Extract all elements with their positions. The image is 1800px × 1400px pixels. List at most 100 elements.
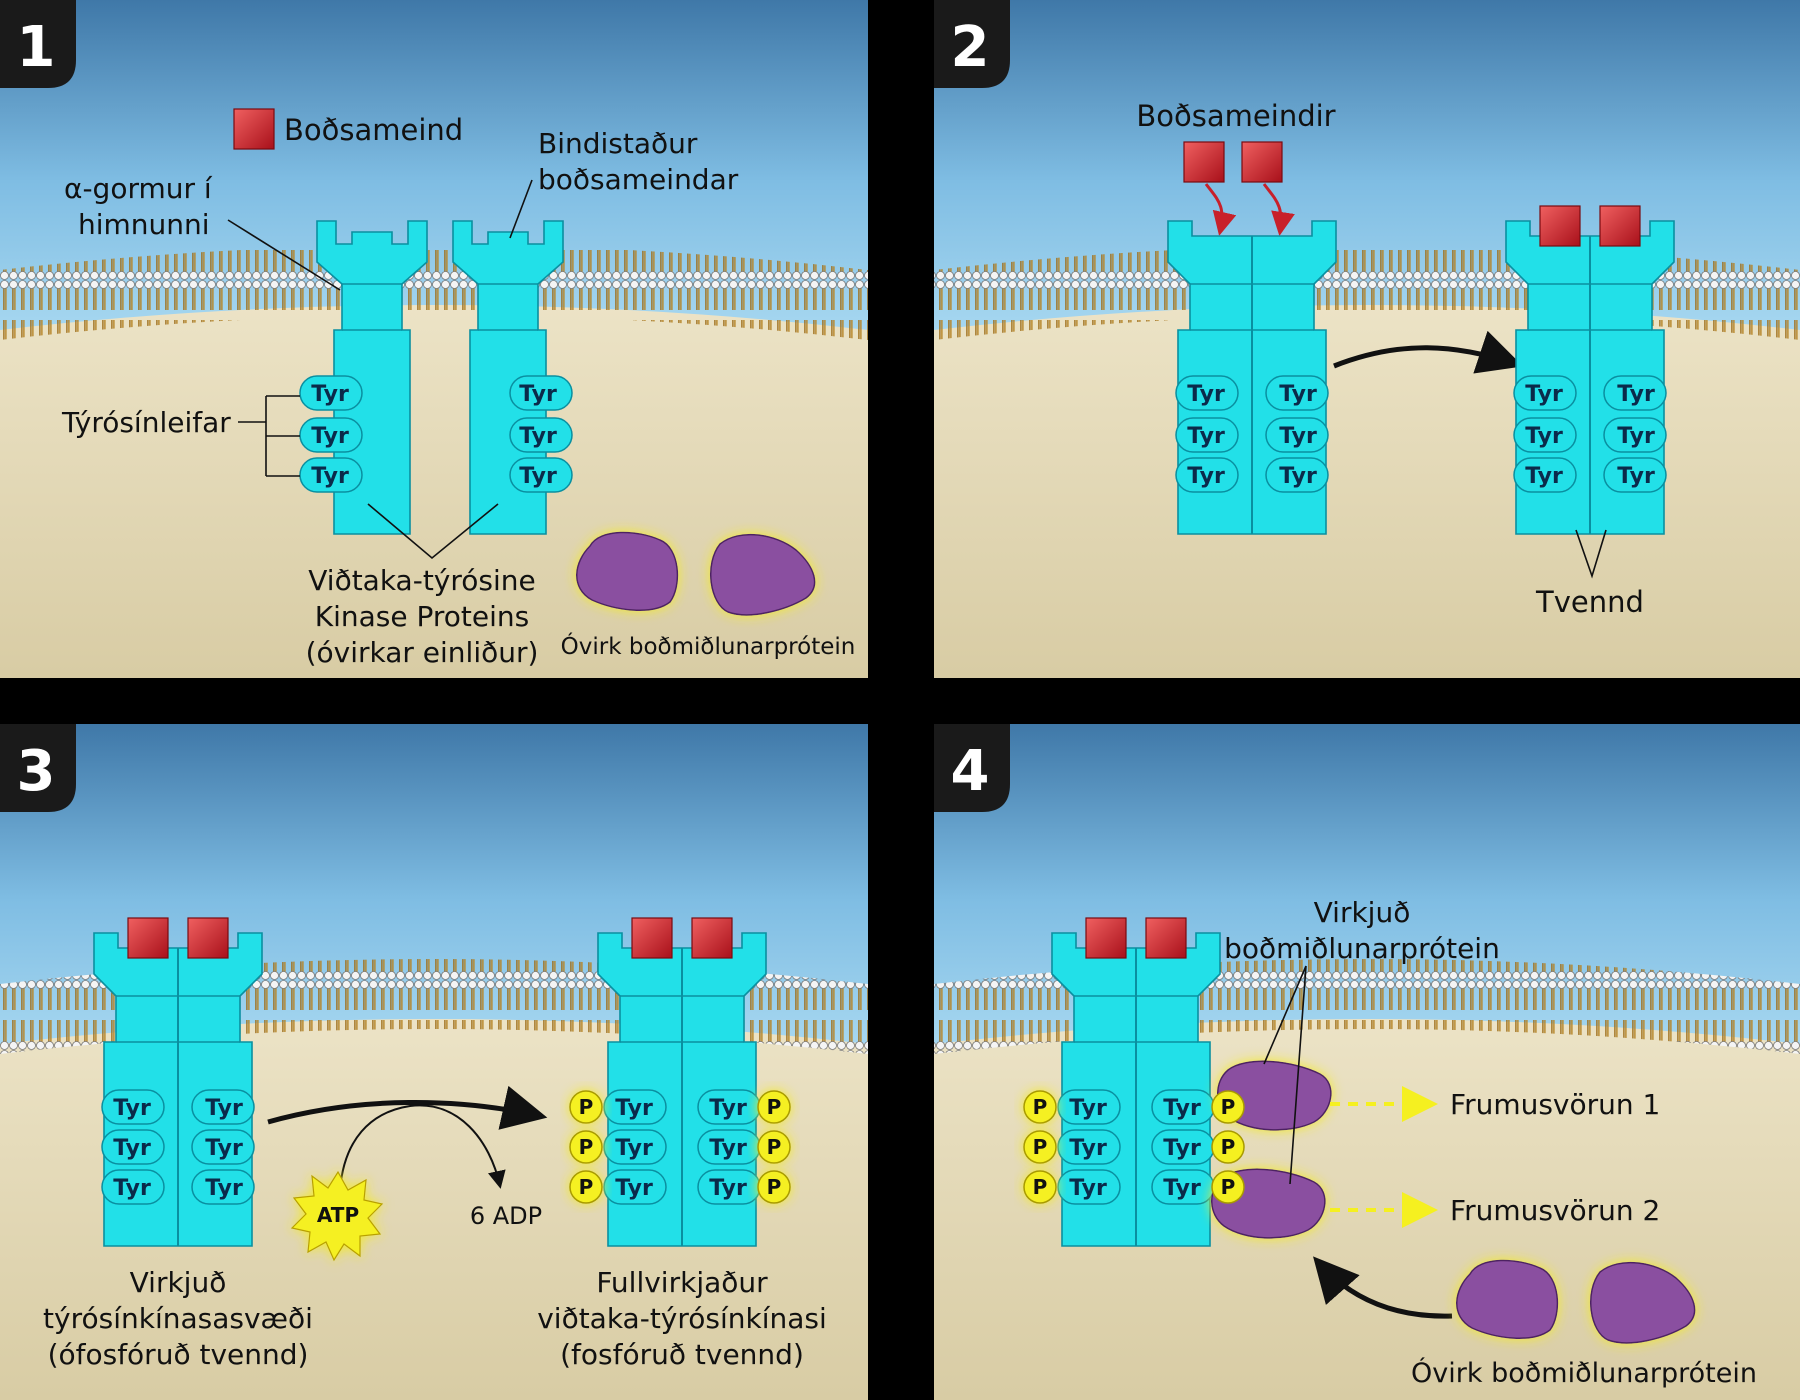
phosphorylated-dimer-label: (fosfóruð tvennd) <box>560 1338 804 1371</box>
tyr-label: Tyr <box>311 464 349 489</box>
tyr-group-right: Tyr Tyr Tyr Tyr Tyr Tyr <box>603 1089 761 1205</box>
signal-molecule <box>127 917 169 959</box>
tyr-group: Tyr Tyr Tyr Tyr Tyr Tyr <box>1057 1089 1215 1205</box>
phosphate-groups: P P P P P P <box>569 1090 791 1204</box>
dimer-label: Tvennd <box>1535 585 1644 619</box>
helix-label: himnunni <box>78 208 210 241</box>
relay-recruitment-arrow <box>1313 1256 1453 1319</box>
tyr-label: Tyr <box>1279 424 1317 449</box>
phosphate-label: P <box>767 1095 782 1119</box>
tyr-label: Tyr <box>1617 424 1655 449</box>
atp-adp-arrow <box>339 1104 506 1191</box>
tyr-label: Tyr <box>113 1176 151 1201</box>
signal-molecule <box>1145 917 1187 959</box>
tyr-label: Tyr <box>615 1136 653 1161</box>
inactive-relay-label: Óvirk boðmiðlunarprótein <box>1411 1357 1757 1389</box>
cell-membrane <box>0 245 868 340</box>
tyr-label: Tyr <box>1279 382 1317 407</box>
tyr-label: Tyr <box>1069 1136 1107 1161</box>
receptor-label: (óvirkar einliður) <box>306 636 539 669</box>
tyr-label: Tyr <box>1163 1136 1201 1161</box>
receptor-pointer <box>367 503 499 560</box>
panel-number: 4 <box>951 739 990 804</box>
response-1-label: Frumusvörun 1 <box>1450 1088 1660 1121</box>
tyr-group-right: Tyr Tyr Tyr <box>509 375 573 493</box>
phosphate-label: P <box>767 1135 782 1159</box>
phosphate-label: P <box>579 1175 594 1199</box>
phosphate-label: P <box>1221 1175 1236 1199</box>
tyr-label: Tyr <box>709 1176 747 1201</box>
panel-number: 3 <box>17 739 56 804</box>
inactive-relay-label: Óvirk boðmiðlunarprótein <box>561 632 856 660</box>
dimerization-arrow <box>1333 330 1524 374</box>
tyr-label: Tyr <box>113 1136 151 1161</box>
tyr-group-left: Tyr Tyr Tyr Tyr Tyr Tyr <box>101 1089 255 1205</box>
helix-pointer <box>227 219 341 291</box>
binding-site-pointer <box>509 179 533 239</box>
tyr-label: Tyr <box>1163 1176 1201 1201</box>
tyr-label: Tyr <box>1525 382 1563 407</box>
signal-molecule <box>631 917 673 959</box>
signal-molecule-label: Boðsameind <box>284 113 463 147</box>
tyr-label: Tyr <box>709 1096 747 1121</box>
phosphate-label: P <box>579 1095 594 1119</box>
panel-3: Tyr Tyr Tyr Tyr Tyr Tyr Virkjuð týrósínk… <box>0 724 868 1400</box>
phosphate-groups: P P P P P P <box>1023 1090 1245 1204</box>
activated-dimer-label: týrósínkínasasvæði <box>43 1302 313 1335</box>
tyr-label: Tyr <box>615 1096 653 1121</box>
activated-dimer-label: Virkjuð <box>130 1266 227 1299</box>
signal-molecule <box>187 917 229 959</box>
tyr-label: Tyr <box>205 1176 243 1201</box>
panel-number-badge <box>0 724 76 812</box>
binding-arrow <box>1262 183 1295 236</box>
panel-number-badge <box>934 724 1010 812</box>
phosphorylation-arrow <box>267 1085 548 1130</box>
phosphate-label: P <box>1033 1135 1048 1159</box>
tyr-label: Tyr <box>1279 464 1317 489</box>
tyr-label: Tyr <box>205 1096 243 1121</box>
signal-molecule <box>1183 141 1225 183</box>
receptor-label: Kinase Proteins <box>315 600 530 633</box>
tyr-group-left: Tyr Tyr Tyr <box>299 375 363 493</box>
signal-molecule <box>1539 205 1581 247</box>
binding-arrow <box>1204 183 1237 236</box>
tyrosines-bracket <box>238 395 300 477</box>
tyr-label: Tyr <box>519 424 557 449</box>
tyr-label: Tyr <box>1187 464 1225 489</box>
activated-relay-label: boðmiðlunarprótein <box>1224 932 1500 965</box>
adp-label: 6 ADP <box>470 1202 542 1230</box>
signal-molecule <box>1085 917 1127 959</box>
tyr-label: Tyr <box>1187 382 1225 407</box>
tyr-label: Tyr <box>519 464 557 489</box>
phosphate-label: P <box>1033 1095 1048 1119</box>
phosphate-label: P <box>767 1175 782 1199</box>
panel-number-badge <box>934 0 1010 88</box>
signal-molecule <box>1599 205 1641 247</box>
panel-2: Boðsameindir Tyr Tyr Tyr Tyr Tyr Tyr <box>934 0 1800 678</box>
phosphate-label: P <box>1221 1095 1236 1119</box>
atp-label: ATP <box>317 1203 359 1227</box>
cytoplasm-region <box>934 305 1800 678</box>
tyr-label: Tyr <box>1163 1096 1201 1121</box>
tyr-label: Tyr <box>1525 464 1563 489</box>
panel-number: 1 <box>17 15 56 80</box>
signal-molecule <box>691 917 733 959</box>
dimer-pointer <box>1575 529 1607 579</box>
tyr-label: Tyr <box>709 1136 747 1161</box>
activated-relay-label: Virkjuð <box>1314 896 1411 929</box>
panel-number-badge <box>0 0 76 88</box>
tyr-label: Tyr <box>311 424 349 449</box>
tyrosines-label: Týrósínleifar <box>61 406 231 439</box>
signal-molecule <box>1241 141 1283 183</box>
activated-relay-pointer <box>1263 965 1307 1185</box>
phosphate-label: P <box>579 1135 594 1159</box>
tyr-label: Tyr <box>1617 464 1655 489</box>
tyr-label: Tyr <box>615 1176 653 1201</box>
tyr-label: Tyr <box>205 1136 243 1161</box>
tyr-label: Tyr <box>113 1096 151 1121</box>
phosphate-label: P <box>1033 1175 1048 1199</box>
tyr-label: Tyr <box>1069 1176 1107 1201</box>
panel-number: 2 <box>951 15 990 80</box>
binding-site-label: Bindistaður <box>538 127 698 160</box>
